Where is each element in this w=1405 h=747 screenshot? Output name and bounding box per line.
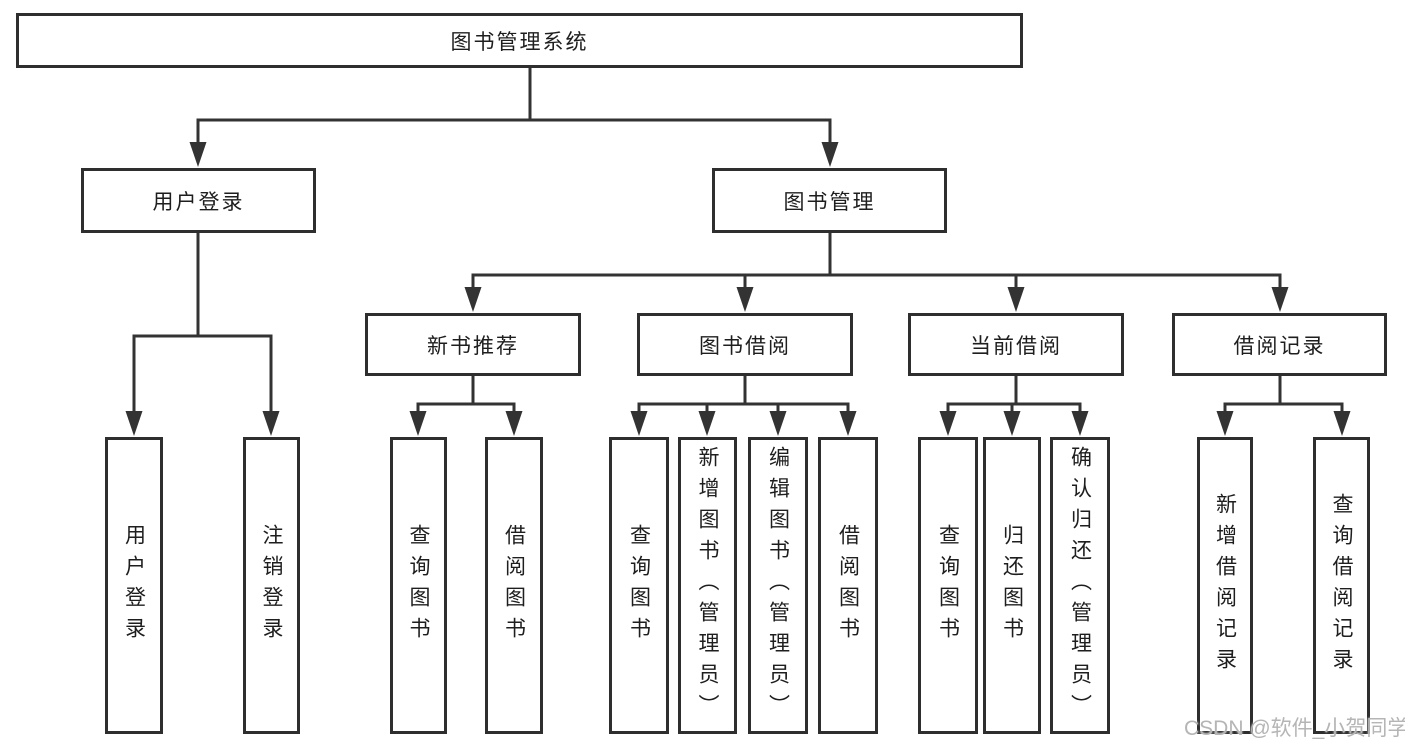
leaf-user-login-label: 用户登录 xyxy=(122,523,146,648)
leaf-logout-label: 注销登录 xyxy=(260,523,283,648)
csdn-watermark: CSDN @软件_小贺同学 xyxy=(1184,717,1405,740)
leaf-borrow-books-recommend-label: 借阅图书 xyxy=(502,523,526,648)
node-borrowing-records-label: 借阅记录 xyxy=(1233,334,1326,358)
node-system-root: 图书管理系统 xyxy=(16,13,1023,68)
leaf-return-books: 归还图书 xyxy=(983,437,1041,734)
leaf-logout: 注销登录 xyxy=(243,437,300,734)
node-current-borrowing: 当前借阅 xyxy=(908,313,1124,376)
leaf-borrow-books-label: 借阅图书 xyxy=(836,523,860,648)
node-book-borrowing: 图书借阅 xyxy=(637,313,853,376)
leaf-add-books-admin: 新增图书（管理员） xyxy=(678,437,737,734)
leaf-user-login: 用户登录 xyxy=(105,437,163,734)
leaf-add-borrow-record: 新增借阅记录 xyxy=(1197,437,1253,734)
node-system-root-label: 图书管理系统 xyxy=(450,30,589,54)
leaf-borrow-books: 借阅图书 xyxy=(818,437,878,734)
leaf-edit-books-admin: 编辑图书（管理员） xyxy=(748,437,808,734)
leaf-borrow-books-recommend: 借阅图书 xyxy=(485,437,543,734)
node-user-login: 用户登录 xyxy=(81,168,316,233)
leaf-query-borrow-record-label: 查询借阅记录 xyxy=(1330,492,1353,679)
connector-bookborrow-children xyxy=(637,376,850,413)
leaf-query-books-current-label: 查询图书 xyxy=(936,523,960,648)
leaf-query-books-recommend-label: 查询图书 xyxy=(407,523,430,648)
node-user-login-label: 用户登录 xyxy=(152,190,245,214)
node-new-book-recommendation-label: 新书推荐 xyxy=(427,334,519,358)
node-book-management: 图书管理 xyxy=(712,168,947,233)
leaf-query-books-recommend: 查询图书 xyxy=(390,437,447,734)
leaf-return-books-label: 归还图书 xyxy=(1000,523,1024,648)
connector-borrowrecords-children xyxy=(1223,376,1344,413)
leaf-confirm-return-admin: 确认归还（管理员） xyxy=(1050,437,1110,734)
leaf-edit-books-admin-label: 编辑图书（管理员） xyxy=(766,446,790,725)
leaf-query-books-borrow: 查询图书 xyxy=(609,437,669,734)
leaf-query-books-borrow-label: 查询图书 xyxy=(627,523,651,648)
connector-newbook-children xyxy=(416,376,516,413)
node-current-borrowing-label: 当前借阅 xyxy=(970,334,1062,358)
leaf-add-borrow-record-label: 新增借阅记录 xyxy=(1213,492,1237,679)
node-new-book-recommendation: 新书推荐 xyxy=(365,313,581,376)
leaf-query-books-current: 查询图书 xyxy=(918,437,978,734)
leaf-confirm-return-admin-label: 确认归还（管理员） xyxy=(1068,446,1092,725)
leaf-query-borrow-record: 查询借阅记录 xyxy=(1313,437,1370,734)
arrowheads xyxy=(125,142,1351,436)
connector-root-to-level2 xyxy=(196,68,832,144)
leaf-add-books-admin-label: 新增图书（管理员） xyxy=(696,446,719,725)
node-book-management-label: 图书管理 xyxy=(783,190,876,214)
node-book-borrowing-label: 图书借阅 xyxy=(699,334,791,358)
connector-currentborrow-children xyxy=(946,376,1082,413)
connector-bookmgmt-to-level3 xyxy=(471,233,1282,289)
connector-userlogin-children xyxy=(132,233,273,413)
node-borrowing-records: 借阅记录 xyxy=(1172,313,1387,376)
